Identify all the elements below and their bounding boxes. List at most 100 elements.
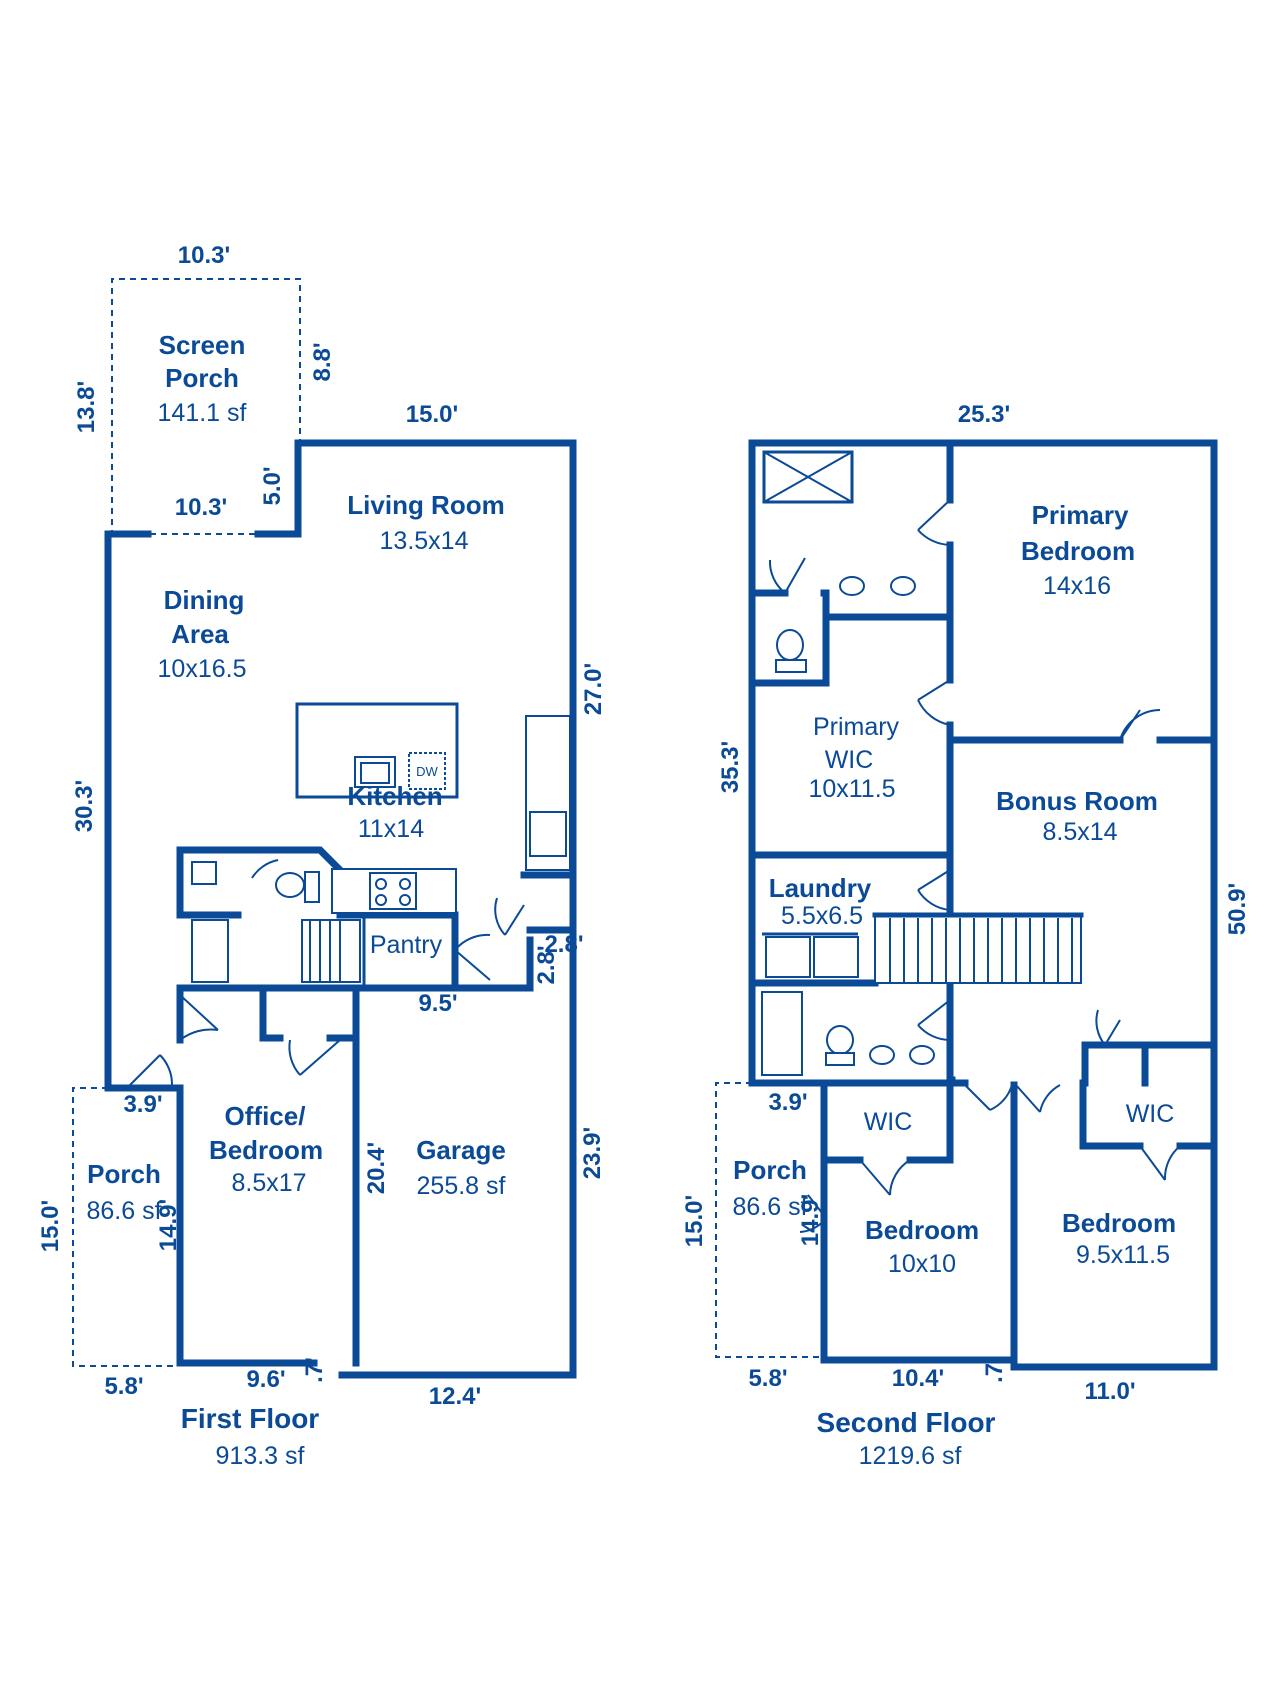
bedroom-right-size: 9.5x11.5 bbox=[1076, 1241, 1170, 1269]
wic-door[interactable] bbox=[917, 679, 951, 726]
powder-sink bbox=[191, 861, 217, 885]
hall-sink bbox=[869, 1045, 895, 1065]
dining-area-size: 10x16.5 bbox=[158, 655, 247, 683]
burner bbox=[375, 894, 387, 906]
office-name-2: Bedroom bbox=[209, 1135, 323, 1165]
wall-wic-right bbox=[1079, 1079, 1144, 1150]
porch-outline bbox=[72, 1087, 178, 1367]
dim-pantry-width: 9.5' bbox=[418, 990, 457, 1017]
dim-left-2: 35.3' bbox=[717, 741, 744, 793]
wall-closet bbox=[259, 984, 284, 1042]
primary-bedroom-size: 14x16 bbox=[1043, 572, 1111, 600]
wall-bath-left bbox=[176, 846, 242, 919]
dim-living-top: 15.0' bbox=[406, 401, 458, 428]
dim-garage-right: 23.9' bbox=[579, 1127, 606, 1179]
dim-screen-porch-bottom: 10.3' bbox=[175, 494, 227, 521]
vanity-sink bbox=[890, 576, 916, 596]
dim-bottom-left-2: 10.4' bbox=[892, 1365, 944, 1392]
porch-name: Porch bbox=[87, 1159, 161, 1189]
wall-pantry-top bbox=[336, 911, 459, 992]
dim-porch-15-2: 15.0' bbox=[681, 1195, 708, 1247]
first-floor-area: 913.3 sf bbox=[216, 1442, 305, 1470]
bedroom-left-name: Bedroom bbox=[865, 1215, 979, 1245]
dishwasher bbox=[408, 752, 446, 790]
wic-right-door[interactable] bbox=[1139, 1145, 1181, 1181]
living-room-name: Living Room bbox=[347, 490, 504, 520]
pantry-door[interactable] bbox=[454, 933, 491, 981]
dim-pantry-b: 2.8' bbox=[533, 945, 560, 984]
primary-wic-name-1: Primary bbox=[813, 713, 900, 741]
shower-drain-line bbox=[763, 451, 853, 503]
dining-area-name-1: Dining bbox=[164, 585, 245, 615]
dim-screen-porch-top: 10.3' bbox=[178, 242, 230, 269]
burner bbox=[399, 894, 411, 906]
toilet-2 bbox=[776, 629, 804, 661]
bedroom-left-size: 10x10 bbox=[888, 1250, 956, 1278]
exterior-wall-main bbox=[104, 530, 184, 1092]
hall-bath-door[interactable] bbox=[917, 999, 951, 1041]
toilet bbox=[275, 872, 305, 898]
wic-right-name: WIC bbox=[1126, 1100, 1175, 1128]
closet-door-right[interactable] bbox=[494, 897, 525, 936]
linen-door[interactable] bbox=[1095, 1009, 1121, 1046]
primary-wic-name-2: WIC bbox=[825, 746, 874, 774]
wic-left-name: WIC bbox=[864, 1108, 913, 1136]
primary-bedroom-door[interactable] bbox=[1119, 709, 1161, 741]
screen-porch-size: 141.1 sf bbox=[158, 399, 247, 427]
office-name-1: Office/ bbox=[225, 1101, 306, 1131]
bedroom-left-door[interactable] bbox=[964, 1084, 1013, 1111]
primary-bedroom-name-1: Primary bbox=[1032, 500, 1129, 530]
laundry-size: 5.5x6.5 bbox=[781, 902, 863, 930]
wall-wic-left-b bbox=[906, 1081, 954, 1164]
dim-garage-left: 20.4' bbox=[363, 1142, 390, 1194]
wall-wc-b bbox=[748, 589, 830, 687]
stairs bbox=[872, 912, 1084, 984]
dining-area-name-2: Area bbox=[171, 619, 229, 649]
laundry-door[interactable] bbox=[917, 869, 951, 911]
porch-door-2[interactable] bbox=[799, 1194, 827, 1233]
kitchen-size: 11x14 bbox=[358, 815, 424, 843]
wic-left-door[interactable] bbox=[859, 1159, 911, 1196]
wall-hall-bath-right bbox=[946, 1036, 956, 1084]
wc-door[interactable] bbox=[768, 557, 806, 594]
dim-porch-15: 15.0' bbox=[37, 1200, 64, 1252]
dim-right-2: 50.9' bbox=[1224, 883, 1251, 935]
dim-screen-porch-left: 13.8' bbox=[73, 381, 100, 433]
garage-name: Garage bbox=[416, 1135, 506, 1165]
bedroom-right-name: Bedroom bbox=[1062, 1208, 1176, 1238]
first-floor-title: First Floor bbox=[181, 1403, 320, 1434]
hall-toilet bbox=[826, 1025, 854, 1055]
screen-porch-name-1: Screen bbox=[159, 330, 246, 360]
kitchen-name: Kitchen bbox=[347, 781, 442, 811]
toilet-tank bbox=[304, 871, 320, 903]
dishwasher-label: DW bbox=[416, 764, 438, 779]
primary-bedroom-name-2: Bedroom bbox=[1021, 536, 1135, 566]
refrigerator bbox=[529, 811, 567, 857]
porch-size-2: 86.6 sf bbox=[732, 1193, 807, 1221]
porch-size: 86.6 sf bbox=[86, 1197, 161, 1225]
burner bbox=[375, 878, 387, 890]
first-floor: DW Screen Porch 141.1 sf Living bbox=[37, 242, 607, 1470]
dim-bottom-right-2: 11.0' bbox=[1084, 1378, 1135, 1405]
vanity-sink bbox=[839, 576, 865, 596]
dim-office-width: 9.6' bbox=[246, 1366, 285, 1393]
stair-run bbox=[874, 914, 1082, 984]
porch-door[interactable] bbox=[129, 1054, 174, 1086]
bonus-room-size: 8.5x14 bbox=[1042, 818, 1117, 846]
toilet-tank-2 bbox=[775, 659, 807, 673]
primary-bath-door[interactable] bbox=[917, 499, 951, 546]
closet-door[interactable] bbox=[288, 1039, 341, 1076]
dim-porch-14-9-2: 14.9' bbox=[797, 1194, 824, 1246]
powder-door[interactable] bbox=[251, 859, 279, 879]
bedroom-right-door[interactable] bbox=[1015, 1084, 1061, 1113]
dim-porch-14-9: 14.9' bbox=[155, 1199, 182, 1251]
bathtub bbox=[761, 991, 803, 1076]
office-door[interactable] bbox=[179, 994, 219, 1041]
living-room-size: 13.5x14 bbox=[380, 527, 469, 555]
dim-small-2: .7' bbox=[981, 1357, 1008, 1383]
shelf-unit bbox=[191, 919, 229, 983]
exterior-wall-office bbox=[176, 1084, 318, 1367]
dim-step: 5.0' bbox=[259, 466, 286, 505]
dim-small: .7' bbox=[301, 1357, 328, 1383]
